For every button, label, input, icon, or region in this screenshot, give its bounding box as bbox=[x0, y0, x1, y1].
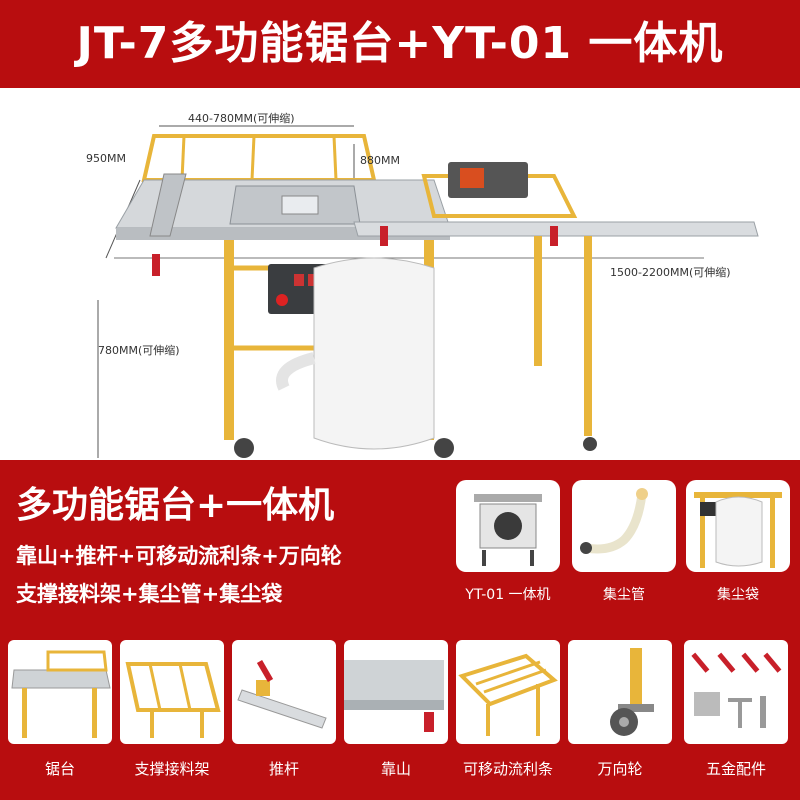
hardware-image bbox=[691, 652, 782, 728]
part-caster-wheel bbox=[568, 640, 672, 744]
support-rack-image bbox=[125, 662, 221, 738]
part-hardware bbox=[684, 640, 788, 744]
feature-line-2: 支撑接料架+集尘管+集尘袋 bbox=[16, 582, 283, 606]
yt01-machine-image bbox=[474, 494, 542, 566]
part-label-push-rod: 推杆 bbox=[268, 760, 299, 778]
dust-hose-image bbox=[580, 488, 648, 554]
part-label-fence: 靠山 bbox=[380, 760, 411, 778]
accessory-dust-hose bbox=[572, 480, 676, 572]
part-roller-strip bbox=[456, 640, 560, 744]
part-label-caster-wheel: 万向轮 bbox=[597, 760, 643, 778]
part-label-saw-table: 锯台 bbox=[44, 760, 75, 778]
accessory-label-dust-bag: 集尘袋 bbox=[717, 587, 759, 603]
dimension-width-top: 440-780MM(可伸缩) bbox=[188, 112, 295, 125]
dimension-depth: 950MM bbox=[86, 152, 126, 165]
accessory-dust-bag bbox=[686, 480, 790, 572]
part-support-rack bbox=[120, 640, 224, 744]
combo-headline: 多功能锯台+一体机 bbox=[16, 485, 335, 526]
part-push-rod bbox=[232, 640, 336, 744]
saw-table-illustration bbox=[97, 125, 759, 458]
part-label-hardware: 五金配件 bbox=[705, 760, 766, 778]
part-fence bbox=[344, 640, 448, 744]
dust-bag-image bbox=[694, 492, 782, 568]
page-title: JT-7多功能锯台+YT-01 一体机 bbox=[76, 18, 724, 69]
part-label-support-rack: 支撑接料架 bbox=[134, 760, 210, 778]
title-band bbox=[0, 0, 800, 88]
dimension-leg-height: 780MM(可伸缩) bbox=[98, 344, 180, 357]
caster-wheel-image bbox=[610, 648, 654, 736]
accessory-label-yt01: YT-01 一体机 bbox=[465, 587, 551, 603]
accessory-yt01-machine bbox=[456, 480, 560, 572]
part-label-roller-strip: 可移动流利条 bbox=[462, 760, 553, 778]
dimension-extension: 1500-2200MM(可伸缩) bbox=[610, 266, 731, 279]
roller-strip-image bbox=[458, 653, 558, 736]
accessory-label-dust-hose: 集尘管 bbox=[603, 587, 645, 603]
push-rod-image bbox=[237, 659, 327, 729]
feature-line-1: 靠山+推杆+可移动流利条+万向轮 bbox=[16, 544, 342, 568]
fence-image bbox=[344, 660, 444, 732]
hero-product-image: 440-780MM(可伸缩) 950MM 880MM 1500-2200MM(可… bbox=[14, 88, 786, 460]
part-saw-table bbox=[8, 640, 112, 744]
saw-table-image bbox=[11, 650, 111, 738]
dimension-table-height: 880MM bbox=[360, 154, 400, 167]
